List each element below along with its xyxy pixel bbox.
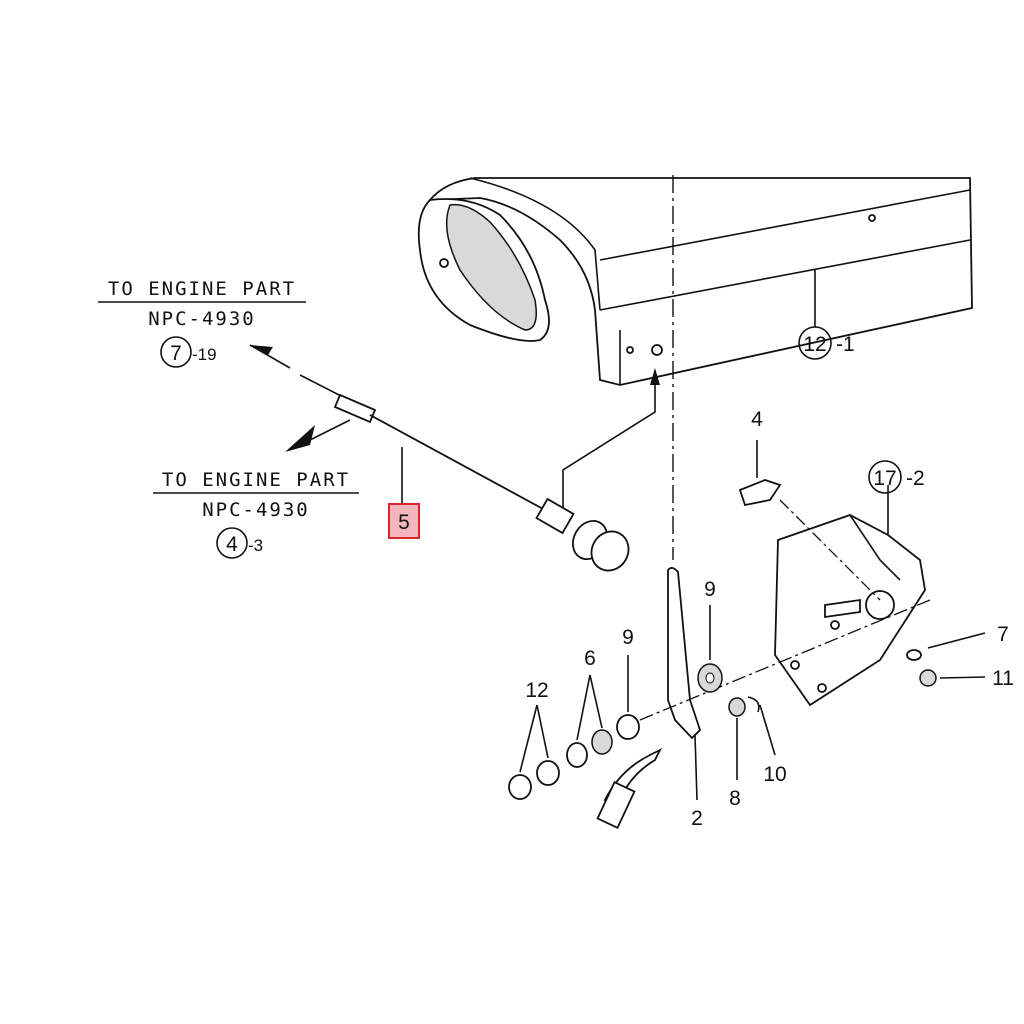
callout-number: 17 [873,467,896,490]
callout-5: 5 [398,511,410,534]
note-title: TO ENGINE PART [108,278,296,300]
note-title: TO ENGINE PART [162,469,350,491]
note-upper: TO ENGINE PART NPC-4930 7 -19 [98,278,306,368]
ref-circle [216,527,248,559]
bracket [738,440,986,707]
callout-6: 6 [584,647,596,670]
callout-suffix: -2 [906,467,925,490]
callout-11: 11 [992,667,1014,690]
ref-number: 7 [170,342,182,365]
callout-5-highlighted[interactable]: 5 [388,503,420,539]
callout-12-1: 12 -1 [798,326,855,360]
callout-9: 9 [704,578,716,601]
note-lower: TO ENGINE PART NPC-4930 4 -3 [153,469,359,559]
cover-housing [417,177,973,386]
lever-and-washers [508,567,931,829]
note-code: NPC-4930 [148,308,256,330]
note-code: NPC-4930 [202,499,310,521]
callout-9: 9 [622,626,634,649]
choke-cable [249,344,660,572]
ref-suffix: -3 [248,536,263,555]
callout-7: 7 [997,623,1009,646]
callout-suffix: -1 [836,333,855,356]
callout-number: 12 [803,333,826,356]
callout-12: 12 [525,679,548,702]
callout-4: 4 [751,408,763,431]
callout-2: 2 [691,807,703,830]
callout-10: 10 [763,763,786,786]
ref-number: 4 [226,533,238,556]
ref-suffix: -19 [192,345,217,364]
ref-circle [160,336,192,368]
callout-17-2: 17 -2 [868,460,925,494]
callout-8: 8 [729,787,741,810]
